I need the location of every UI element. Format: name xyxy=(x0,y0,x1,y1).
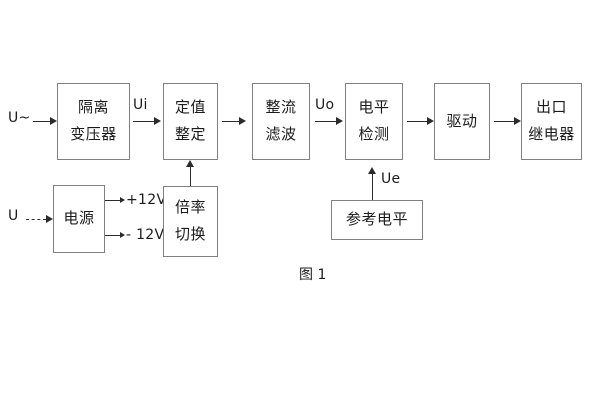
arrow-reference-to-level xyxy=(368,167,376,174)
block-level-detection: 电平 检测 xyxy=(345,83,403,160)
block-power-supply-line-1: 电源 xyxy=(63,209,95,228)
connector-setting-to-rectify-line xyxy=(222,121,239,122)
signal-label-ue: Ue xyxy=(381,171,401,187)
arrow-input-dc xyxy=(46,214,53,223)
block-level-detection-line-1: 电平 xyxy=(358,98,390,117)
arrow-setting-to-rectify xyxy=(239,116,246,125)
connector-ui-line xyxy=(133,121,154,122)
block-isolation-transformer: 隔离 变压器 xyxy=(57,83,130,160)
figure-caption: 图 1 xyxy=(299,267,327,283)
block-reference-level: 参考电平 xyxy=(331,200,423,240)
block-setting-value-line-1: 定值 xyxy=(174,98,206,117)
signal-label-uo: Uo xyxy=(315,97,335,113)
arrow-level-to-drive xyxy=(427,116,434,125)
block-isolation-transformer-line-2: 变压器 xyxy=(70,125,117,143)
connector-uo-line xyxy=(315,121,336,122)
block-setting-value: 定值 整定 xyxy=(163,83,218,160)
arrow-rail-negative xyxy=(120,231,125,238)
signal-label-ui: Ui xyxy=(133,97,148,113)
block-output-relay: 出口 继电器 xyxy=(521,83,582,160)
arrow-drive-to-relay xyxy=(514,116,521,125)
rail-label-negative: - 12V xyxy=(126,227,165,243)
arrow-input-ac xyxy=(50,116,57,125)
connector-rail-positive-line xyxy=(105,200,120,201)
rail-label-positive: +12V xyxy=(126,192,167,208)
arrow-ui xyxy=(154,116,161,125)
block-multiplier-switch-line-2: 切换 xyxy=(174,225,206,243)
connector-level-to-drive-line xyxy=(407,121,427,122)
block-rectify-filter: 整流 滤波 xyxy=(252,83,310,160)
input-label-ac: U~ xyxy=(8,110,31,126)
block-multiplier-switch-line-1: 倍率 xyxy=(174,198,206,217)
connector-drive-to-relay-line xyxy=(494,121,514,122)
block-output-relay-line-2: 继电器 xyxy=(528,125,575,143)
block-drive: 驱动 xyxy=(434,83,490,160)
block-multiplier-switch: 倍率 切换 xyxy=(163,186,218,257)
block-rectify-filter-line-2: 滤波 xyxy=(265,125,297,143)
connector-input-dc-line xyxy=(26,219,46,220)
connector-multiplier-to-setting-line xyxy=(190,167,191,186)
connector-rail-negative-line xyxy=(105,235,120,236)
block-level-detection-line-2: 检测 xyxy=(358,125,390,143)
block-setting-value-line-2: 整定 xyxy=(174,125,206,143)
connector-input-ac-line xyxy=(33,121,50,122)
block-drive-line-1: 驱动 xyxy=(446,111,478,130)
block-output-relay-line-1: 出口 xyxy=(535,98,567,117)
connector-reference-to-level-line xyxy=(372,174,373,200)
block-isolation-transformer-line-1: 隔离 xyxy=(77,98,109,117)
input-label-dc: U xyxy=(8,208,19,224)
arrow-uo xyxy=(336,116,343,125)
block-rectify-filter-line-1: 整流 xyxy=(265,98,297,117)
arrow-rail-positive xyxy=(120,196,125,203)
block-power-supply: 电源 xyxy=(53,185,105,253)
block-reference-level-line-1: 参考电平 xyxy=(345,210,408,229)
arrow-multiplier-to-setting xyxy=(186,160,194,167)
